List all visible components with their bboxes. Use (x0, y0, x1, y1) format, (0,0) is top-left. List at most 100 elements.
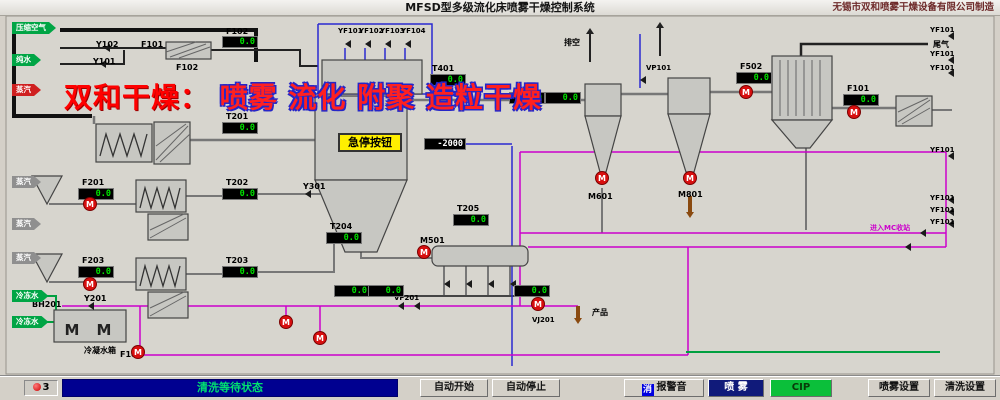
inlet-filter (165, 41, 212, 60)
diagram-label: M801 (678, 190, 703, 199)
value-display: 0.0 (222, 122, 258, 134)
value-display: 0.0 (453, 214, 489, 226)
pump-icon[interactable]: M (83, 277, 97, 291)
pipes-layer (12, 22, 952, 366)
pipe (360, 252, 432, 259)
pipe (317, 23, 433, 95)
pump-icon[interactable]: M (595, 171, 609, 185)
pump-icon[interactable]: M (739, 85, 753, 99)
value-display: 0.0 (509, 92, 545, 104)
diagram-label: Y101 (93, 57, 116, 66)
valve-icon[interactable] (438, 280, 450, 288)
diagram-label: YF102 (359, 27, 384, 35)
diagram-label: 进入MC收站 (870, 224, 911, 232)
diagram-label: F102 (176, 63, 199, 72)
pipe (60, 50, 125, 65)
auto-stop-button[interactable]: 自动停止 (492, 379, 560, 397)
valve-icon[interactable] (82, 302, 94, 310)
value-display: 0.0 (843, 94, 879, 106)
valve-icon[interactable] (899, 243, 911, 251)
pump-icon[interactable]: M (131, 345, 145, 359)
diagram-label: F101 (141, 40, 164, 49)
diagram-label: YF103 (380, 27, 405, 35)
valve-icon[interactable] (942, 220, 954, 228)
value-display: 0.0 (514, 285, 550, 297)
valve-icon[interactable] (392, 302, 404, 310)
valve-icon[interactable] (942, 152, 954, 160)
diagram-label: YF101 (930, 218, 955, 226)
pump-icon[interactable]: M (683, 171, 697, 185)
alarm-counter[interactable]: 3 (24, 380, 58, 396)
diagram-label: VJ201 (532, 316, 555, 324)
emergency-stop-button[interactable]: 急停按钮 (338, 133, 402, 152)
pipe (60, 28, 258, 62)
main-air-heater (95, 123, 153, 163)
valve-icon[interactable] (942, 69, 954, 77)
valve-icon[interactable] (460, 280, 472, 288)
gauge-icon (32, 383, 41, 391)
flow-input-arrow: 蒸汽 (12, 84, 41, 96)
feed-hopper-2 (30, 253, 64, 284)
diagram-label: F201 (82, 178, 105, 187)
valve-icon[interactable] (98, 44, 110, 52)
mute-alarm-button[interactable]: 消报警音 (624, 379, 704, 397)
pump-icon[interactable]: M (83, 197, 97, 211)
value-display: 0.0 (78, 188, 114, 200)
mute-icon: 消 (641, 384, 654, 396)
clean-settings-button[interactable]: 清洗设置 (934, 379, 996, 397)
value-display: 0.0 (326, 232, 362, 244)
valve-icon[interactable] (299, 190, 311, 198)
diagram-label: M501 (420, 236, 445, 245)
diagram-label: Y301 (303, 182, 326, 191)
diagram-label: T205 (457, 204, 480, 213)
diagram-label: 尾气 (933, 40, 949, 49)
valve-icon[interactable] (399, 40, 411, 48)
pump-icon[interactable]: M (847, 105, 861, 119)
diagram-label: F102 (226, 27, 249, 36)
counter-value: 3 (42, 382, 50, 393)
valve-icon[interactable] (942, 56, 954, 64)
valve-icon[interactable] (504, 280, 516, 288)
valve-icon[interactable] (482, 280, 494, 288)
spray-settings-button[interactable]: 喷雾设置 (868, 379, 930, 397)
pump-icon[interactable]: M (531, 297, 545, 311)
diagram-label: T203 (226, 256, 249, 265)
valve-icon[interactable] (408, 302, 420, 310)
diagram-label: M601 (588, 192, 613, 201)
valve-icon[interactable] (634, 76, 646, 84)
value-display: 0.0 (222, 188, 258, 200)
pipe (799, 42, 928, 58)
filter-f203 (147, 291, 189, 319)
pump-icon[interactable]: M (279, 315, 293, 329)
value-display: 0.0 (78, 266, 114, 278)
flow-input-arrow: 冷冻水 (12, 316, 49, 328)
arrowhead-icon (656, 22, 664, 28)
auto-start-button[interactable]: 自动开始 (420, 379, 488, 397)
valve-icon[interactable] (914, 229, 926, 237)
valve-icon[interactable] (942, 32, 954, 40)
valve-icon[interactable] (339, 40, 351, 48)
pump-icon[interactable]: M (313, 331, 327, 345)
exhaust-filter (895, 95, 933, 127)
filter-f201 (147, 213, 189, 241)
svg-text:M: M (97, 321, 112, 339)
diagram-label: VP201 (394, 294, 420, 302)
pipe (211, 49, 318, 67)
diagram-label: T202 (226, 178, 249, 187)
flow-input-arrow: 蒸汽 (12, 176, 41, 188)
spray-button[interactable]: 喷 雾 (708, 379, 764, 397)
pump-icon[interactable]: M (417, 245, 431, 259)
valve-icon[interactable] (942, 196, 954, 204)
valve-icon[interactable] (379, 40, 391, 48)
valve-icon[interactable] (359, 40, 371, 48)
cip-button[interactable]: CIP (770, 379, 832, 397)
diagram-label: F101 (847, 84, 870, 93)
valve-icon[interactable] (94, 60, 106, 68)
diagram-label: Y102 (96, 40, 119, 49)
value-display: 0.0 (430, 74, 466, 86)
diagram-label: YF101 (930, 64, 955, 72)
diagram-label: T201 (226, 112, 249, 121)
arrowhead-icon (574, 318, 582, 324)
valve-icon[interactable] (942, 208, 954, 216)
diagram-label: F203 (82, 256, 105, 265)
